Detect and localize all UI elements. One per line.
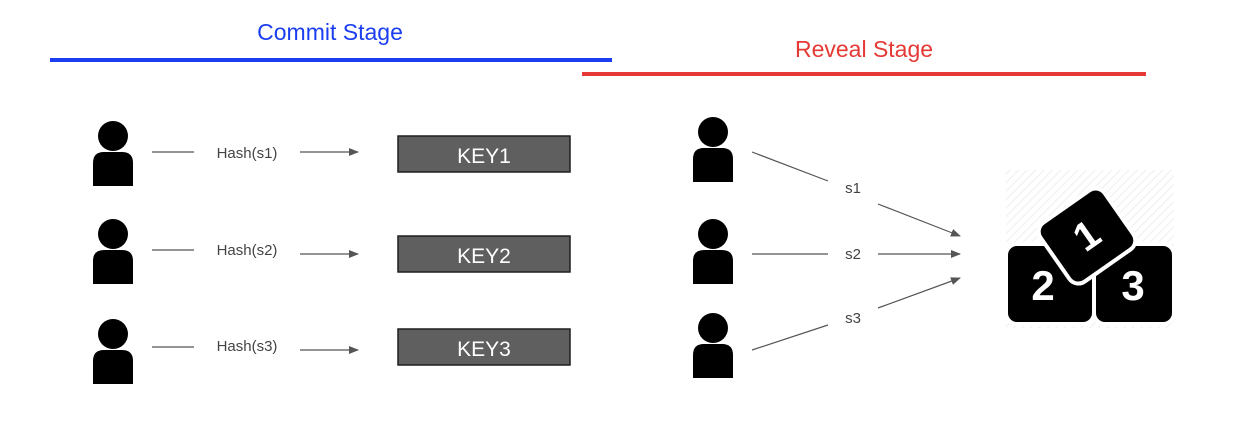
hash-label: Hash(s3) [217,338,278,355]
key-label: KEY1 [457,145,511,168]
commit-stage-title: Commit Stage [257,19,403,45]
reveal-stage: Reveal Stage s1 s2 s3 1 2 3 [582,36,1176,378]
reveal-stage-title: Reveal Stage [795,36,933,62]
participant-icon [693,117,733,182]
secret-label: s2 [845,246,861,263]
commit-row: Hash(s2) KEY2 [93,219,571,284]
secret-arrow [877,203,961,237]
key-label: KEY3 [457,338,511,361]
key-box [397,328,571,366]
numbered-blocks-icon: 1 2 3 [1004,170,1176,328]
hash-label: Hash(s2) [217,242,278,259]
participant-icon [93,121,133,186]
commit-row: Hash(s3) KEY3 [93,319,571,384]
secret-label: s3 [845,310,861,327]
secret-connector [751,324,829,351]
participant-icon [693,219,733,284]
participant-icon [93,219,133,284]
secret-label: s1 [845,180,861,197]
participant-icon [93,319,133,384]
secret-connector [751,151,829,182]
block-digit: 3 [1121,262,1144,309]
hash-label: Hash(s1) [217,145,278,162]
key-label: KEY2 [457,245,511,268]
participant-icon [693,313,733,378]
commit-stage: Commit Stage Hash(s1) KEY1 Hash(s2) KEY2… [50,19,612,384]
key-box [397,135,571,173]
commit-row: Hash(s1) KEY1 [93,121,571,186]
secret-arrow [877,277,961,309]
block-digit: 2 [1031,262,1054,309]
key-box [397,235,571,273]
